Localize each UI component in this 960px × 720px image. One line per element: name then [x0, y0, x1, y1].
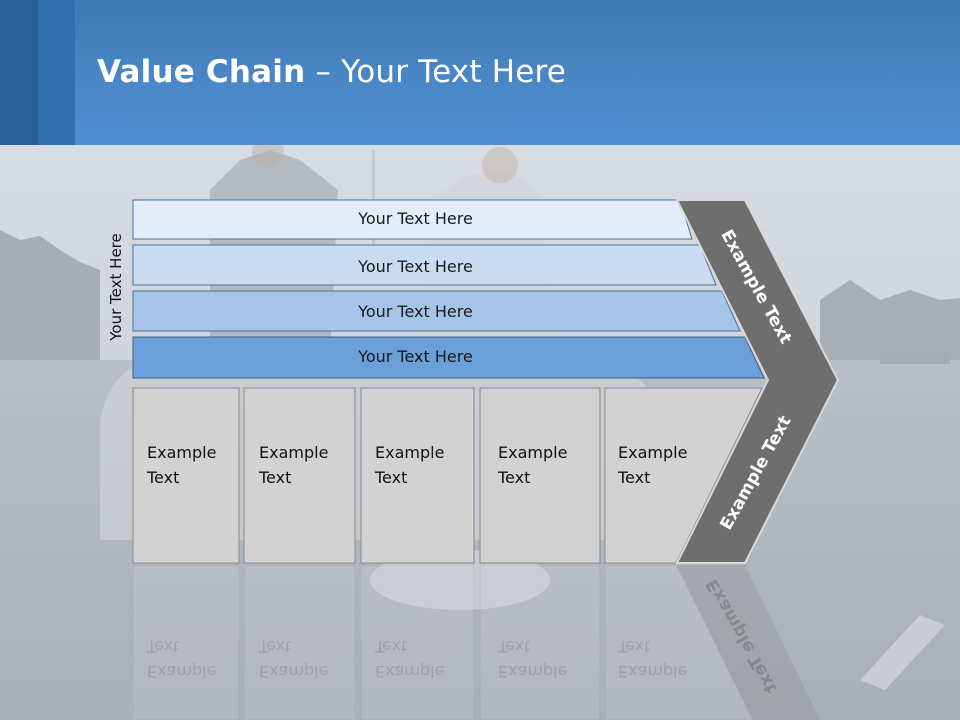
- chain-bar-3: [132, 290, 741, 332]
- title-bold: Value Chain: [97, 54, 306, 90]
- boxes-reflection: [132, 564, 756, 720]
- header-accent-strip: [38, 0, 75, 145]
- header-band: Value Chain – Your Text Here: [0, 0, 960, 145]
- chevron-reflection: [677, 565, 820, 720]
- chevron-arrow: [675, 199, 840, 564]
- activity-box-3: [360, 387, 475, 564]
- chain-bar-4: [132, 336, 765, 379]
- title-rest: – Your Text Here: [305, 54, 567, 90]
- chain-bar-2: [132, 244, 717, 286]
- header-accent-strip: [0, 0, 38, 145]
- chain-bar-1-label: Your Text Here: [358, 209, 473, 228]
- activity-box-1: [132, 387, 240, 564]
- slide-title: Value Chain – Your Text Here: [97, 54, 566, 90]
- vertical-axis-label: Your Text Here: [107, 233, 125, 341]
- chain-bar-1: [132, 199, 693, 240]
- activity-box-4: [479, 387, 601, 564]
- chain-bar-2-label: Your Text Here: [358, 257, 473, 276]
- activity-box-2: [243, 387, 356, 564]
- chain-bar-3-label: Your Text Here: [358, 302, 473, 321]
- chain-bar-4-label: Your Text Here: [358, 347, 473, 366]
